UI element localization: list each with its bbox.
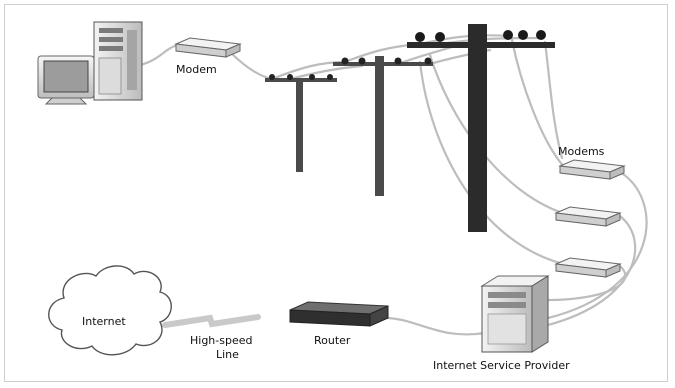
modem-icon [554,257,622,278]
cable-pole-modem-4 [418,60,562,265]
cable-pc-modem [138,43,180,67]
utility-pole-small [265,74,337,172]
router-icon [289,301,389,327]
cables [138,34,648,336]
cable-pole-modem-1 [510,38,567,170]
cable-modem1-isp [546,170,648,320]
cable-modem-pole [226,48,274,81]
modem-icon [174,37,242,58]
high-speed-line-label-2: Line [216,348,239,361]
pc-tower-icon [93,21,143,101]
cable-modem2-isp [546,214,637,327]
utility-poles [265,24,555,232]
modem-icon [554,206,622,227]
computer [37,21,143,105]
cable-router-isp [386,316,487,336]
isp-server-icon [480,275,550,353]
utility-pole-large [407,24,555,232]
modem-label: Modem [176,63,217,76]
monitor-icon [37,55,95,105]
cable-modem3-isp [546,264,627,302]
cable-span-6 [418,34,510,46]
high-speed-line-label-1: High-speed [190,334,252,347]
isp-label: Internet Service Provider [433,359,570,372]
cable-pole-modem-2 [543,40,564,160]
cable-pole-modem-3 [428,53,562,214]
modem-icon [558,159,626,180]
router-label: Router [314,334,351,347]
modems-label: Modems [558,145,605,158]
diagram-frame [4,4,668,382]
modem-bank [554,159,626,278]
utility-pole-medium [333,56,433,196]
internet-label: Internet [82,315,126,328]
cable-span-2 [288,64,364,81]
high-speed-line [162,314,261,328]
internet-cloud-icon [48,265,172,356]
